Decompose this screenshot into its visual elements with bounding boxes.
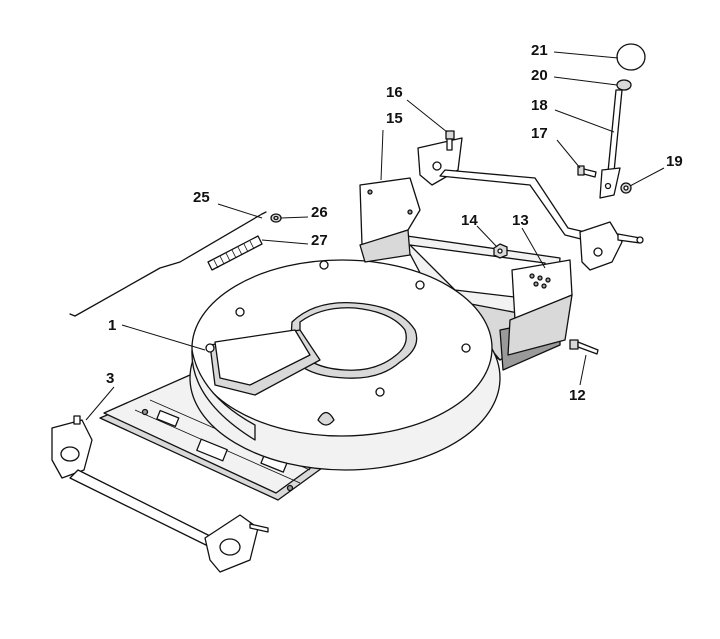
lever-nut xyxy=(620,182,632,194)
hex-bolt xyxy=(569,339,599,355)
callout-18: 18 xyxy=(531,97,548,114)
callout-13: 13 xyxy=(512,212,529,229)
callout-17: 17 xyxy=(531,125,548,142)
mower-deck-housing xyxy=(189,259,501,471)
spring-rod xyxy=(69,211,267,317)
leader-lines xyxy=(85,51,665,421)
callout-20: 20 xyxy=(531,67,548,84)
lever-bolt xyxy=(577,165,597,178)
knob-nut xyxy=(616,79,632,91)
callout-25: 25 xyxy=(193,189,210,206)
hex-nut xyxy=(493,243,508,259)
callout-12: 12 xyxy=(569,387,586,404)
right-height-bracket xyxy=(507,259,573,356)
lever-knob xyxy=(616,43,646,71)
callout-21: 21 xyxy=(531,42,548,59)
bracket-adjust-holes xyxy=(529,273,551,289)
washer xyxy=(270,213,282,223)
height-lever xyxy=(599,89,623,199)
callout-27: 27 xyxy=(311,232,328,249)
callout-1: 1 xyxy=(108,317,116,334)
front-height-axle xyxy=(51,415,269,573)
callout-15: 15 xyxy=(386,110,403,127)
callout-16: 16 xyxy=(386,84,403,101)
left-height-bracket xyxy=(359,177,421,263)
tension-spring xyxy=(207,235,263,271)
callout-26: 26 xyxy=(311,204,328,221)
callout-labels: 21 20 18 17 19 16 15 14 13 12 25 26 27 1… xyxy=(106,42,683,404)
callout-19: 19 xyxy=(666,153,683,170)
callout-3: 3 xyxy=(106,370,114,387)
callout-14: 14 xyxy=(461,212,478,229)
bracket-bolt xyxy=(445,130,455,151)
